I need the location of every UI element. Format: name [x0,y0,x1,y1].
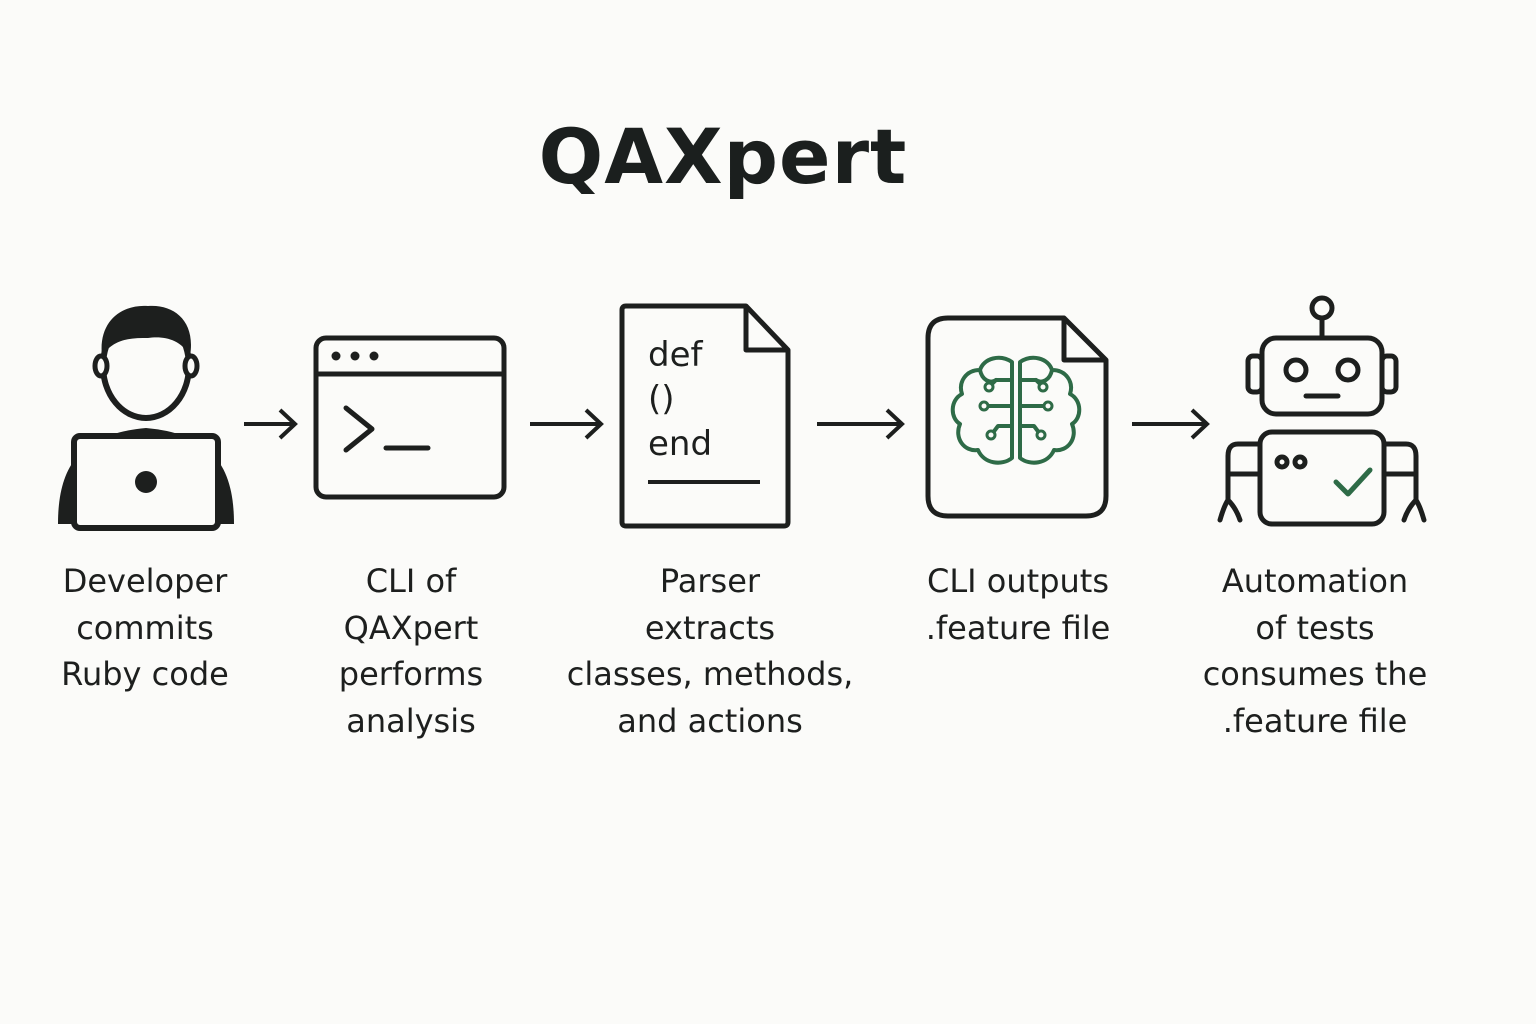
label-line: Developer [62,562,228,600]
code-line-parens: () [648,379,675,419]
developer-laptop-icon [58,305,234,531]
step-label-cli-outputs: CLI outputs .feature file [888,558,1148,651]
label-line: .feature file [925,608,1111,647]
code-line-end: end [648,424,712,464]
code-file-icon: def () end [619,303,791,529]
arrow-right-icon [1132,408,1210,440]
label-line: extracts [644,608,776,647]
robot-icon [1217,295,1427,527]
label-line: consumes the [1202,655,1428,693]
label-line: performs [338,655,484,693]
brain-file-icon [925,315,1109,519]
label-line: commits [76,608,214,647]
label-line: QAXpert [343,608,479,647]
label-line: analysis [346,701,476,740]
step-label-automation: Automation of tests consumes the .featur… [1180,558,1450,744]
step-label-parser: Parser extracts classes, methods, and ac… [560,558,860,744]
arrow-right-icon [244,408,298,440]
label-line: CLI of [365,562,457,600]
terminal-window-icon [313,335,507,500]
label-line: classes, methods, [566,655,854,693]
label-line: .feature file [1222,701,1408,740]
step-label-developer: Developer commits Ruby code [20,558,270,698]
diagram-title: QAXpert [538,112,908,201]
step-label-cli: CLI of QAXpert performs analysis [286,558,536,744]
label-line: and actions [617,701,803,740]
arrow-right-icon [817,408,905,440]
arrow-right-icon [530,408,604,440]
label-line: Automation [1221,562,1409,600]
label-line: CLI outputs [927,562,1109,600]
code-line-def: def [648,335,704,375]
label-line: Ruby code [61,655,229,693]
label-line: of tests [1255,608,1375,647]
label-line: Parser [659,562,761,600]
